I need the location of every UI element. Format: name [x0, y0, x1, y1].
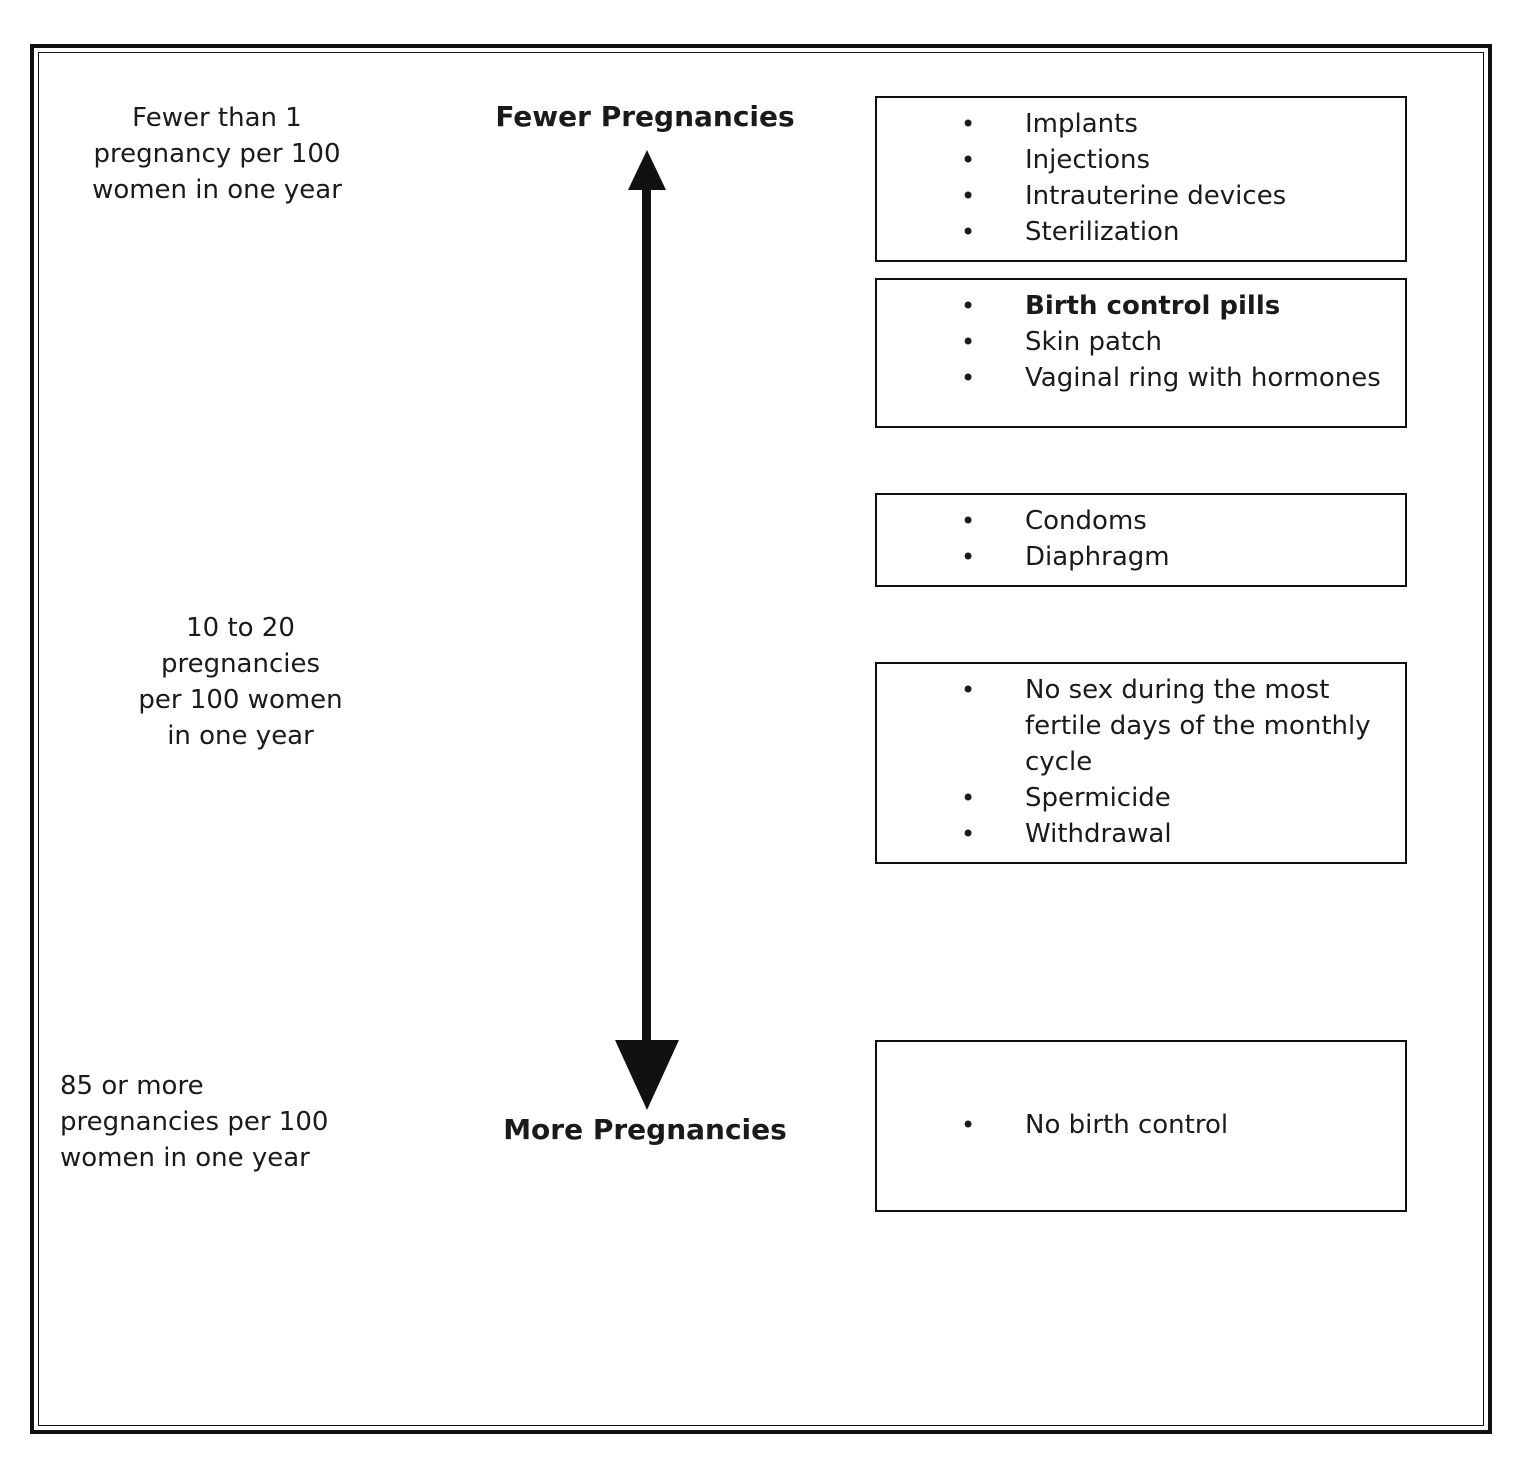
- list-item-text: Birth control pills: [1025, 291, 1281, 321]
- list-item-text: Intrauterine devices: [1025, 181, 1287, 211]
- list-item: • Vaginal ring with hormones: [961, 360, 1381, 396]
- list-item: • Sterilization: [961, 214, 1381, 250]
- list-item: • Skin patch: [961, 324, 1381, 360]
- bullet-icon: •: [961, 218, 976, 246]
- list-item-text: Spermicide: [1025, 783, 1171, 813]
- list-item-text: No sex during the most fertile days of t…: [1025, 675, 1371, 777]
- method-box-behavioral: • No sex during the most fertile days of…: [875, 662, 1407, 864]
- list-item: • Condoms: [961, 503, 1381, 539]
- method-box-barrier: • Condoms • Diaphragm: [875, 493, 1407, 587]
- bullet-icon: •: [961, 820, 976, 848]
- method-box-none: • No birth control: [875, 1040, 1407, 1212]
- bullet-icon: •: [961, 784, 976, 812]
- rate-label-fewer-than-1: Fewer than 1 pregnancy per 100 women in …: [92, 103, 342, 205]
- list-item-text: Implants: [1025, 109, 1138, 139]
- bullet-icon: •: [961, 364, 976, 392]
- list-item: • No birth control: [961, 1107, 1381, 1143]
- list-item: • Injections: [961, 142, 1381, 178]
- axis-label-fewer-pregnancies: Fewer Pregnancies: [495, 100, 795, 133]
- bullet-icon: •: [961, 1111, 976, 1139]
- list-item-text: Withdrawal: [1025, 819, 1172, 849]
- list-item: • Intrauterine devices: [961, 178, 1381, 214]
- inner-frame: [38, 52, 1484, 1426]
- list-item-text: Injections: [1025, 145, 1151, 175]
- list-item-text: Sterilization: [1025, 217, 1180, 247]
- list-item-text: Condoms: [1025, 506, 1147, 536]
- list-item: • Implants: [961, 106, 1381, 142]
- bullet-icon: •: [961, 110, 976, 138]
- bullet-icon: •: [961, 507, 976, 535]
- bullet-icon: •: [961, 182, 976, 210]
- bullet-icon: •: [961, 543, 976, 571]
- rate-label-85-or-more: 85 or more pregnancies per 100 women in …: [60, 1071, 329, 1173]
- arrow-down-icon: [615, 1040, 679, 1110]
- list-item: • Spermicide: [961, 780, 1381, 816]
- outer-frame: [30, 44, 1492, 1434]
- bullet-icon: •: [961, 292, 976, 320]
- list-item-text: Diaphragm: [1025, 542, 1170, 572]
- list-item-text: No birth control: [1025, 1110, 1229, 1140]
- axis-label-more-pregnancies: More Pregnancies: [503, 1113, 787, 1146]
- axis-arrow-shaft: [642, 182, 651, 1054]
- list-item: • No sex during the most fertile days of…: [961, 672, 1381, 780]
- bullet-icon: •: [961, 146, 976, 174]
- list-item: • Birth control pills: [961, 288, 1381, 324]
- bullet-icon: •: [961, 328, 976, 356]
- bullet-icon: •: [961, 676, 976, 704]
- list-item-text: Vaginal ring with hormones: [1025, 363, 1381, 393]
- list-item: • Withdrawal: [961, 816, 1381, 852]
- list-item: • Diaphragm: [961, 539, 1381, 575]
- method-box-hormonal: • Birth control pills • Skin patch • Vag…: [875, 278, 1407, 428]
- list-item-text: Skin patch: [1025, 327, 1162, 357]
- rate-label-10-to-20: 10 to 20 pregnancies per 100 women in on…: [138, 613, 343, 751]
- method-box-most-effective: • Implants • Injections • Intrauterine d…: [875, 96, 1407, 262]
